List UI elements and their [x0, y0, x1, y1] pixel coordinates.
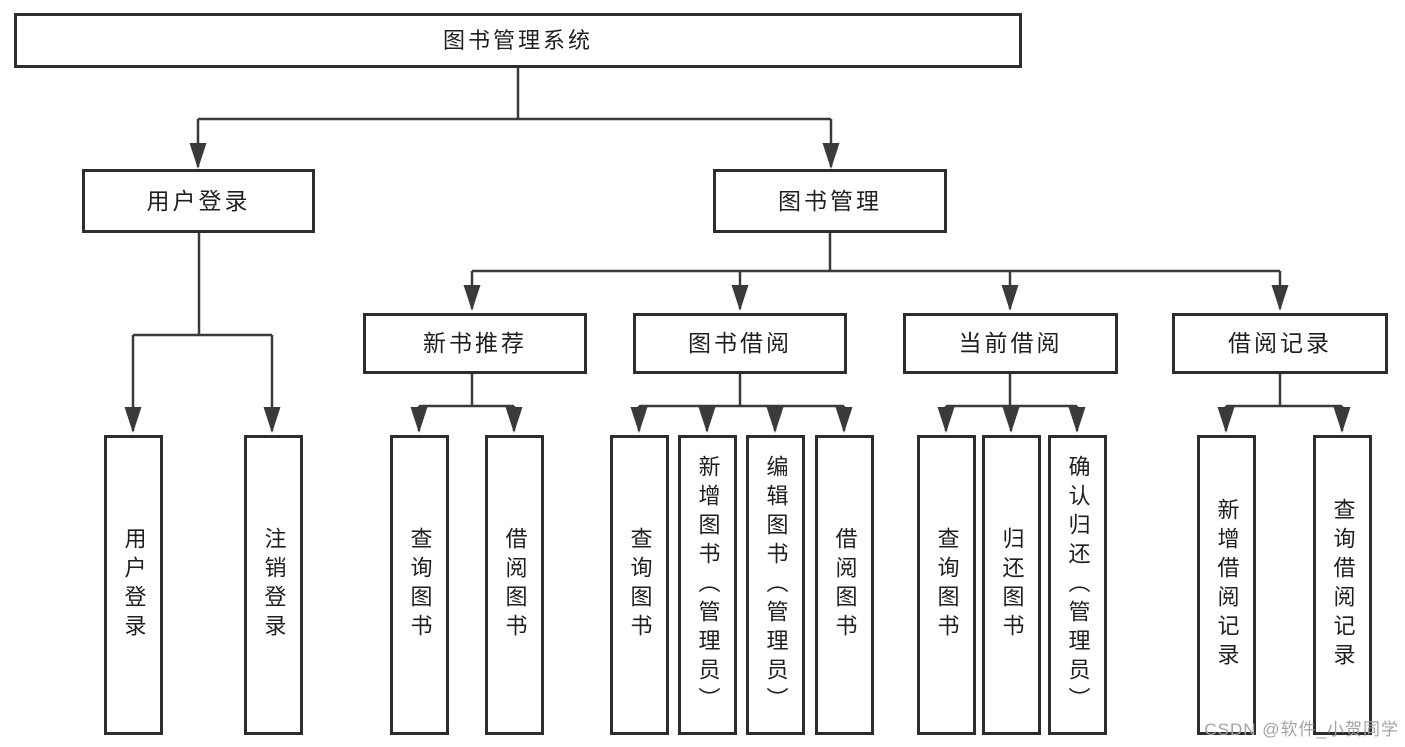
node-label: 图书借阅 — [688, 330, 792, 356]
node-label: 图书管理系统 — [442, 27, 593, 53]
leaf-query-books-recommend: 查询图书 — [390, 435, 449, 735]
node-label: 借阅记录 — [1228, 330, 1332, 356]
node-label: 注销登录 — [261, 527, 287, 643]
node-label: 借阅图书 — [502, 527, 528, 643]
leaf-query-borrow-record: 查询借阅记录 — [1313, 435, 1372, 735]
node-label: 借阅图书 — [832, 527, 858, 643]
node-current-borrow: 当前借阅 — [903, 313, 1118, 374]
node-label: 编辑图书（管理员） — [763, 454, 789, 716]
leaf-borrow-books-recommend: 借阅图书 — [485, 435, 544, 735]
node-label: 图书管理 — [778, 187, 882, 214]
node-label: 新书推荐 — [423, 330, 527, 356]
node-label: 用户登录 — [121, 527, 147, 643]
leaf-query-books-borrow: 查询图书 — [610, 435, 669, 735]
node-library-management-system: 图书管理系统 — [14, 13, 1022, 68]
node-borrow-records: 借阅记录 — [1172, 313, 1388, 374]
node-label: 查询借阅记录 — [1330, 498, 1356, 672]
leaf-user-login: 用户登录 — [104, 435, 163, 735]
node-label: 新增借阅记录 — [1214, 498, 1240, 672]
node-label: 用户登录 — [146, 187, 251, 214]
node-label: 归还图书 — [999, 527, 1025, 643]
leaf-borrow-books: 借阅图书 — [815, 435, 874, 735]
leaf-add-books-admin: 新增图书（管理员） — [678, 435, 737, 735]
leaf-confirm-return-admin: 确认归还（管理员） — [1048, 435, 1107, 735]
node-label: 确认归还（管理员） — [1065, 454, 1091, 716]
leaf-logout: 注销登录 — [244, 435, 303, 735]
node-label: 查询图书 — [934, 527, 960, 643]
node-label: 查询图书 — [627, 527, 653, 643]
node-user-login: 用户登录 — [82, 169, 315, 233]
node-label: 查询图书 — [407, 527, 433, 643]
node-new-book-recommend: 新书推荐 — [363, 313, 587, 374]
node-label: 新增图书（管理员） — [695, 454, 721, 716]
node-book-borrow: 图书借阅 — [633, 313, 847, 374]
leaf-edit-books-admin: 编辑图书（管理员） — [746, 435, 805, 735]
node-book-management: 图书管理 — [713, 169, 947, 233]
node-label: 当前借阅 — [958, 330, 1063, 356]
leaf-add-borrow-record: 新增借阅记录 — [1197, 435, 1256, 735]
leaf-return-books: 归还图书 — [982, 435, 1041, 735]
leaf-query-books-current: 查询图书 — [917, 435, 976, 735]
csdn-watermark: CSDN @软件_小贺同学 — [1204, 720, 1399, 739]
